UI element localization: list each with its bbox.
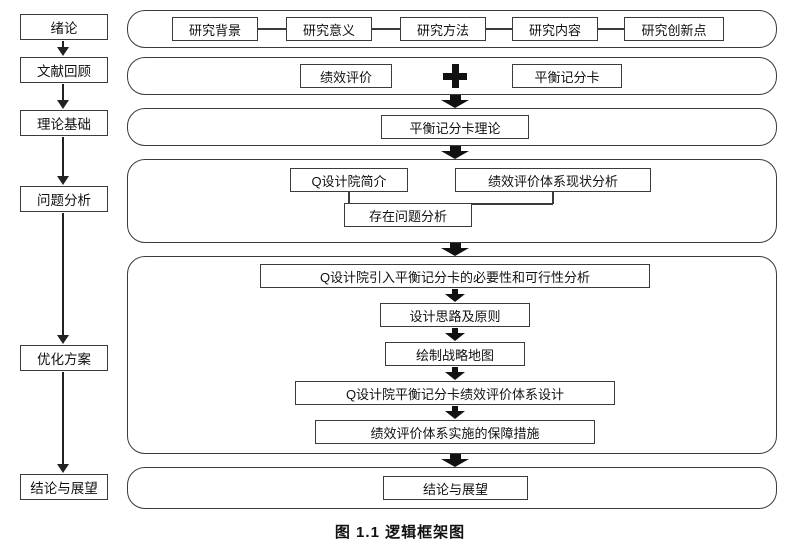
chapter-box-problem-analysis: 问题分析 xyxy=(20,186,108,212)
section-arrow-icon xyxy=(441,454,469,467)
optimization-step-principles: 设计思路及原则 xyxy=(380,303,530,327)
step-arrow-icon xyxy=(445,289,465,302)
step-arrow-icon xyxy=(445,328,465,341)
connector-line xyxy=(598,28,624,30)
node-q-institute-intro: Q设计院简介 xyxy=(290,168,408,192)
optimization-step-necessity: Q设计院引入平衡记分卡的必要性和可行性分析 xyxy=(260,264,650,288)
node-bsc-theory: 平衡记分卡理论 xyxy=(381,115,529,139)
figure-caption: 图 1.1 逻辑框架图 xyxy=(334,524,466,541)
section-arrow-icon xyxy=(441,146,469,159)
section-container-problem xyxy=(127,159,777,243)
connector-line xyxy=(348,192,350,204)
down-arrow-icon xyxy=(56,372,70,473)
connector-line xyxy=(372,28,400,30)
node-research-method: 研究方法 xyxy=(400,17,486,41)
node-balanced-scorecard: 平衡记分卡 xyxy=(512,64,622,88)
optimization-step-strategy-map: 绘制战略地图 xyxy=(385,342,525,366)
chapter-box-optimization-plan: 优化方案 xyxy=(20,345,108,371)
connector-line xyxy=(486,28,512,30)
node-research-background: 研究背景 xyxy=(172,17,258,41)
node-existing-problems: 存在问题分析 xyxy=(344,203,472,227)
down-arrow-icon xyxy=(56,213,70,344)
down-arrow-icon xyxy=(56,84,70,109)
plus-icon xyxy=(443,64,467,88)
chapter-box-literature-review: 文献回顾 xyxy=(20,57,108,83)
optimization-step-system-design: Q设计院平衡记分卡绩效评价体系设计 xyxy=(295,381,615,405)
node-conclusion: 结论与展望 xyxy=(383,476,528,500)
chapter-box-conclusion-outlook: 结论与展望 xyxy=(20,474,108,500)
node-performance-evaluation: 绩效评价 xyxy=(300,64,392,88)
section-arrow-icon xyxy=(441,243,469,256)
step-arrow-icon xyxy=(445,367,465,380)
down-arrow-icon xyxy=(56,137,70,185)
node-research-significance: 研究意义 xyxy=(286,17,372,41)
chapter-box-theoretical-basis: 理论基础 xyxy=(20,110,108,136)
node-current-system-analysis: 绩效评价体系现状分析 xyxy=(455,168,651,192)
down-arrow-icon xyxy=(56,41,70,56)
step-arrow-icon xyxy=(445,406,465,419)
connector-line xyxy=(552,192,554,204)
node-research-content: 研究内容 xyxy=(512,17,598,41)
connector-line xyxy=(258,28,286,30)
node-research-innovation: 研究创新点 xyxy=(624,17,724,41)
section-arrow-icon xyxy=(441,95,469,108)
optimization-step-safeguards: 绩效评价体系实施的保障措施 xyxy=(315,420,595,444)
chapter-box-introduction: 绪论 xyxy=(20,14,108,40)
